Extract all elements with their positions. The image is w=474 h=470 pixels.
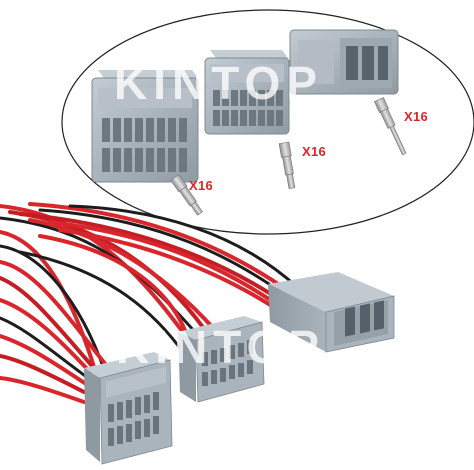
terminal-quantity-label-1: X16 (189, 178, 214, 193)
terminal-pin-3 (373, 97, 407, 156)
terminal-quantity-label-3: X16 (404, 109, 429, 124)
terminal-pin-1 (170, 174, 203, 216)
connector-housing-harness-male (268, 272, 395, 353)
connector-housing-harness-middle (178, 316, 265, 403)
connector-housing-loose-1 (91, 70, 199, 183)
connector-housing-loose-3 (289, 29, 399, 95)
connector-housing-loose-2 (204, 50, 290, 135)
wire-bundle (0, 202, 298, 404)
terminal-pin-2 (278, 141, 296, 189)
connector-housing-harness-left (84, 352, 173, 465)
terminal-quantity-label-2: X16 (302, 144, 327, 159)
parts-ellipse-outline (61, 9, 474, 235)
